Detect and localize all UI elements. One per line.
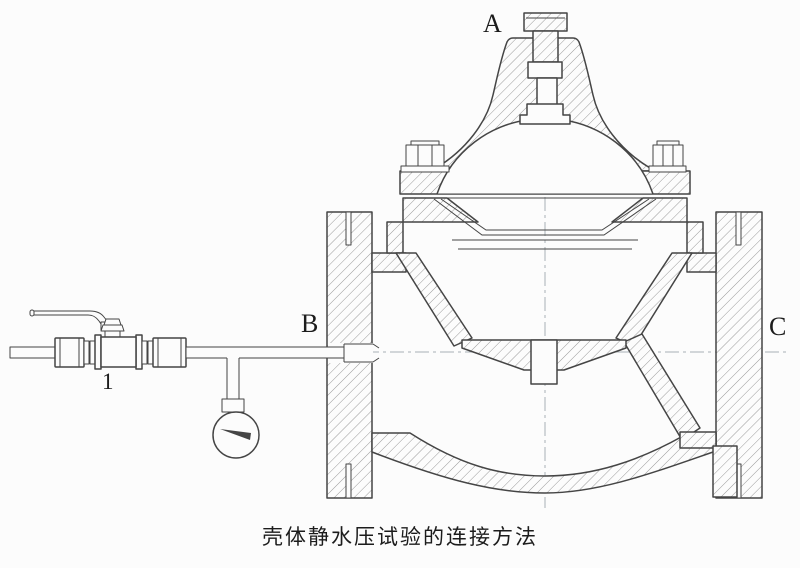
compression-fitting-right [152, 337, 187, 368]
label-a: A [483, 9, 502, 38]
body-flange-left [402, 197, 479, 223]
bonnet [399, 12, 691, 250]
pressure-gauge [212, 353, 260, 459]
body-riser-left [386, 221, 404, 254]
gauge-dial [212, 411, 260, 459]
test-rig [9, 309, 345, 459]
bonnet-chamber [436, 119, 654, 195]
outlet-upper-wall [615, 252, 693, 347]
label-1: 1 [102, 369, 114, 394]
label-c: C [769, 312, 786, 341]
supply-pipe [9, 346, 56, 359]
inlet-wall [395, 252, 473, 347]
diaphragm [403, 193, 687, 250]
stem-bolt [519, 12, 571, 125]
compression-fitting-left [54, 337, 96, 368]
body-flange-right [611, 197, 688, 223]
valve-handle [32, 310, 112, 331]
labels: A B C 1 [102, 9, 786, 394]
bonnet-bolts [400, 140, 687, 173]
body-riser-right [686, 221, 704, 254]
body-bottom-right-boss [679, 431, 717, 449]
label-b: B [301, 309, 318, 338]
gauge-needle [220, 429, 251, 440]
ball-valve [29, 309, 154, 370]
outlet-bottom-column [712, 445, 738, 498]
test-pipe [185, 346, 345, 359]
body-bottom-wall [371, 432, 717, 494]
outlet-flange [715, 211, 763, 499]
outlet-lower-wall [623, 333, 701, 441]
body-neck-right [686, 252, 717, 273]
figure-caption: 壳体静水压试验的连接方法 [262, 525, 538, 549]
seat-weir [461, 339, 627, 385]
stem-guide-boss [519, 103, 571, 125]
